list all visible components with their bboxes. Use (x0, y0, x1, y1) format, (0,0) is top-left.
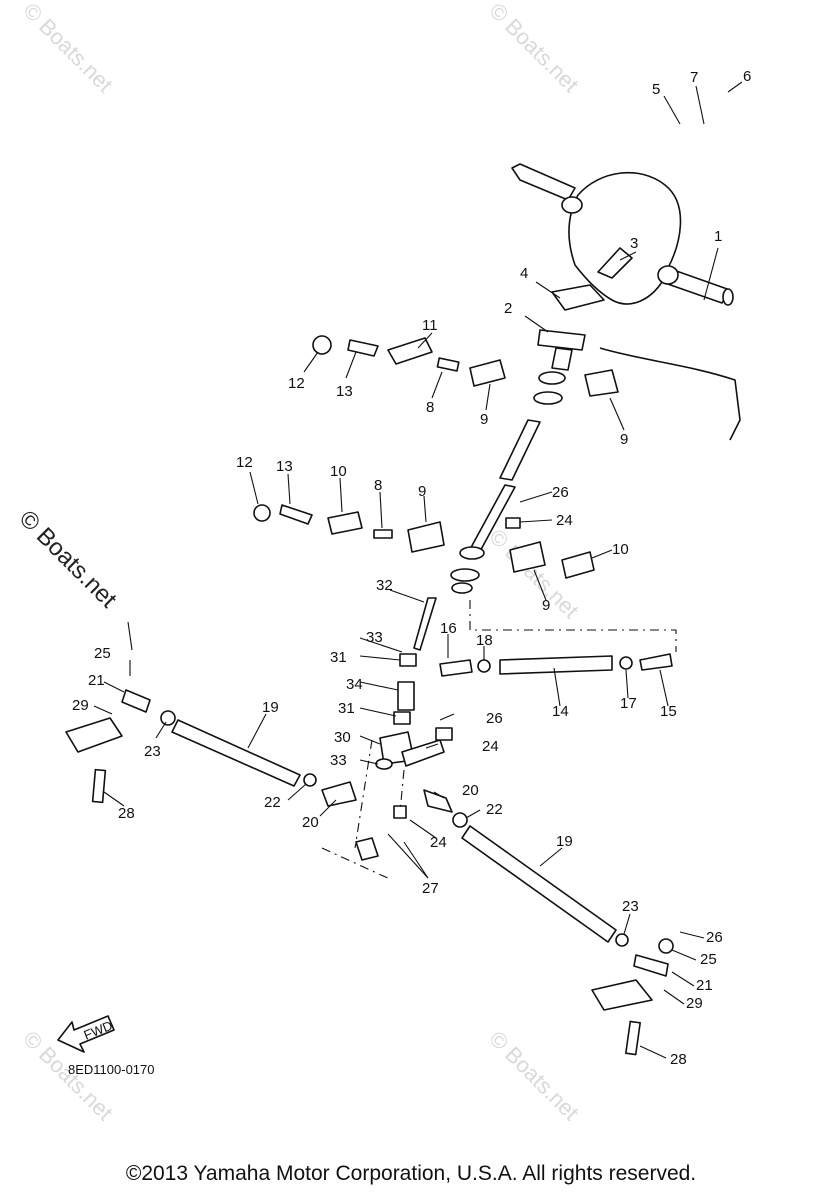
callout-21-left: 21 (88, 672, 105, 689)
callout-10-b: 10 (612, 541, 629, 558)
steering-arms (65, 717, 653, 1056)
callout-8-upper: 8 (426, 399, 434, 416)
callout-6: 6 (743, 68, 751, 85)
callout-numbers: 1 2 3 4 5 6 7 8 8 9 9 9 9 10 10 11 12 12… (72, 68, 751, 1068)
callout-12-upper: 12 (288, 375, 305, 392)
callout-9-a: 9 (480, 411, 488, 428)
callout-9-d: 9 (542, 597, 550, 614)
callout-26-c: 26 (706, 929, 723, 946)
callout-29-right: 29 (686, 995, 703, 1012)
callout-25-right: 25 (700, 951, 717, 968)
callout-31-lower: 31 (338, 700, 355, 717)
tie-rods (121, 653, 674, 977)
callout-8-lower: 8 (374, 477, 382, 494)
callout-19-left: 19 (262, 699, 279, 716)
upper-bracket-group (312, 335, 741, 441)
callout-33-upper: 33 (366, 629, 383, 646)
callout-9-b: 9 (620, 431, 628, 448)
callout-20-left: 20 (302, 814, 319, 831)
callout-3: 3 (630, 235, 638, 252)
callout-2: 2 (504, 300, 512, 317)
callout-22-left: 22 (264, 794, 281, 811)
callout-1: 1 (714, 228, 722, 245)
callout-28-right: 28 (670, 1051, 687, 1068)
watermark-bottom-right: © Boats.net (484, 1026, 583, 1125)
callout-18: 18 (476, 632, 493, 649)
callout-26-b: 26 (486, 710, 503, 727)
callout-17: 17 (620, 695, 637, 712)
copyright-notice: ©2013 Yamaha Motor Corporation, U.S.A. A… (125, 1162, 697, 1185)
center-pivot-stack (375, 597, 453, 770)
callout-13-lower: 13 (276, 458, 293, 475)
callout-15: 15 (660, 703, 677, 720)
callout-23-right: 23 (622, 898, 639, 915)
callout-4: 4 (520, 265, 528, 282)
watermark-top-right: © Boats.net (484, 0, 583, 97)
callout-30: 30 (334, 729, 351, 746)
callout-31-upper: 31 (330, 649, 347, 666)
callout-28-left: 28 (118, 805, 135, 822)
callout-19-right: 19 (556, 833, 573, 850)
leader-lines (93, 81, 743, 1059)
callout-20-right: 20 (462, 782, 479, 799)
watermark-left-edge: © Boats.net (14, 505, 122, 613)
callout-25-left: 25 (94, 645, 111, 662)
lower-bracket-group (253, 504, 595, 579)
callout-24-c: 24 (430, 834, 447, 851)
fwd-label: FWD (82, 1018, 115, 1043)
callout-9-c: 9 (418, 483, 426, 500)
callout-29-left: 29 (72, 697, 89, 714)
callout-10-a: 10 (330, 463, 347, 480)
callout-33-lower: 33 (330, 752, 347, 769)
steering-column (450, 329, 586, 594)
callout-16: 16 (440, 620, 457, 637)
handlebar (511, 163, 734, 311)
callout-21-right: 21 (696, 977, 713, 994)
callout-23-left: 23 (144, 743, 161, 760)
callout-5: 5 (652, 81, 660, 98)
callout-13-upper: 13 (336, 383, 353, 400)
part-code: 8ED1100-0170 (68, 1062, 155, 1077)
callout-11: 11 (422, 317, 438, 334)
callout-12-lower: 12 (236, 454, 253, 471)
watermarks: © Boats.net © Boats.net © Boats.net © Bo… (14, 0, 584, 1125)
callout-26-a: 26 (552, 484, 569, 501)
callout-24-a: 24 (556, 512, 573, 529)
callout-22-right: 22 (486, 801, 503, 818)
center-lines (321, 600, 677, 881)
watermark-top-left: © Boats.net (18, 0, 117, 97)
fwd-arrow: FWD (57, 1015, 115, 1053)
callout-7: 7 (690, 69, 698, 86)
callout-24-b: 24 (482, 738, 499, 755)
callout-32: 32 (376, 577, 393, 594)
callout-14: 14 (552, 703, 569, 720)
callout-27: 27 (422, 880, 439, 897)
callout-34: 34 (346, 676, 363, 693)
